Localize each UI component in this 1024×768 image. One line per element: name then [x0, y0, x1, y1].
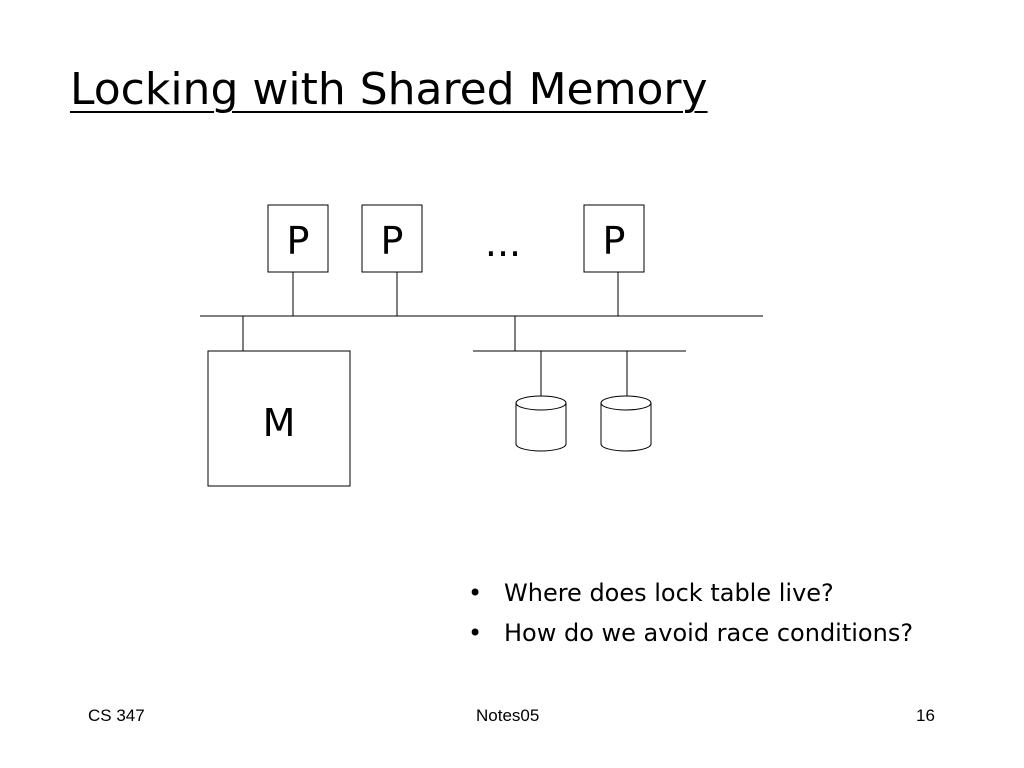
disk-1-icon [515, 395, 567, 452]
memory-label: M [263, 401, 296, 445]
processor-n-box [583, 204, 645, 273]
footer-notes: Notes05 [476, 706, 540, 725]
processor-1: P [267, 204, 329, 273]
footer-course: CS 347 [88, 706, 145, 725]
processor-ellipsis: ... [485, 221, 521, 265]
processor-n-label: P [603, 219, 626, 263]
disk-2-top [600, 395, 652, 411]
processor-2: P [361, 204, 423, 273]
slide-title: Locking with Shared Memory [70, 64, 708, 115]
processor-n: P [583, 204, 645, 273]
disk-2-body [600, 403, 652, 452]
footer-page-number: 16 [916, 706, 935, 725]
processor-2-box [361, 204, 423, 273]
processor-1-label: P [287, 219, 310, 263]
bullet-list: Where does lock table live? How do we av… [468, 576, 913, 656]
bullet-item: How do we avoid race conditions? [468, 616, 913, 656]
processor-2-label: P [381, 219, 404, 263]
bullet-item: Where does lock table live? [468, 576, 913, 616]
processor-1-box [267, 204, 329, 273]
disk-1-top [515, 395, 567, 411]
shared-memory: M [207, 350, 351, 487]
disk-1-body [515, 403, 567, 452]
disk-2-icon [600, 395, 652, 452]
memory-box [207, 350, 351, 487]
